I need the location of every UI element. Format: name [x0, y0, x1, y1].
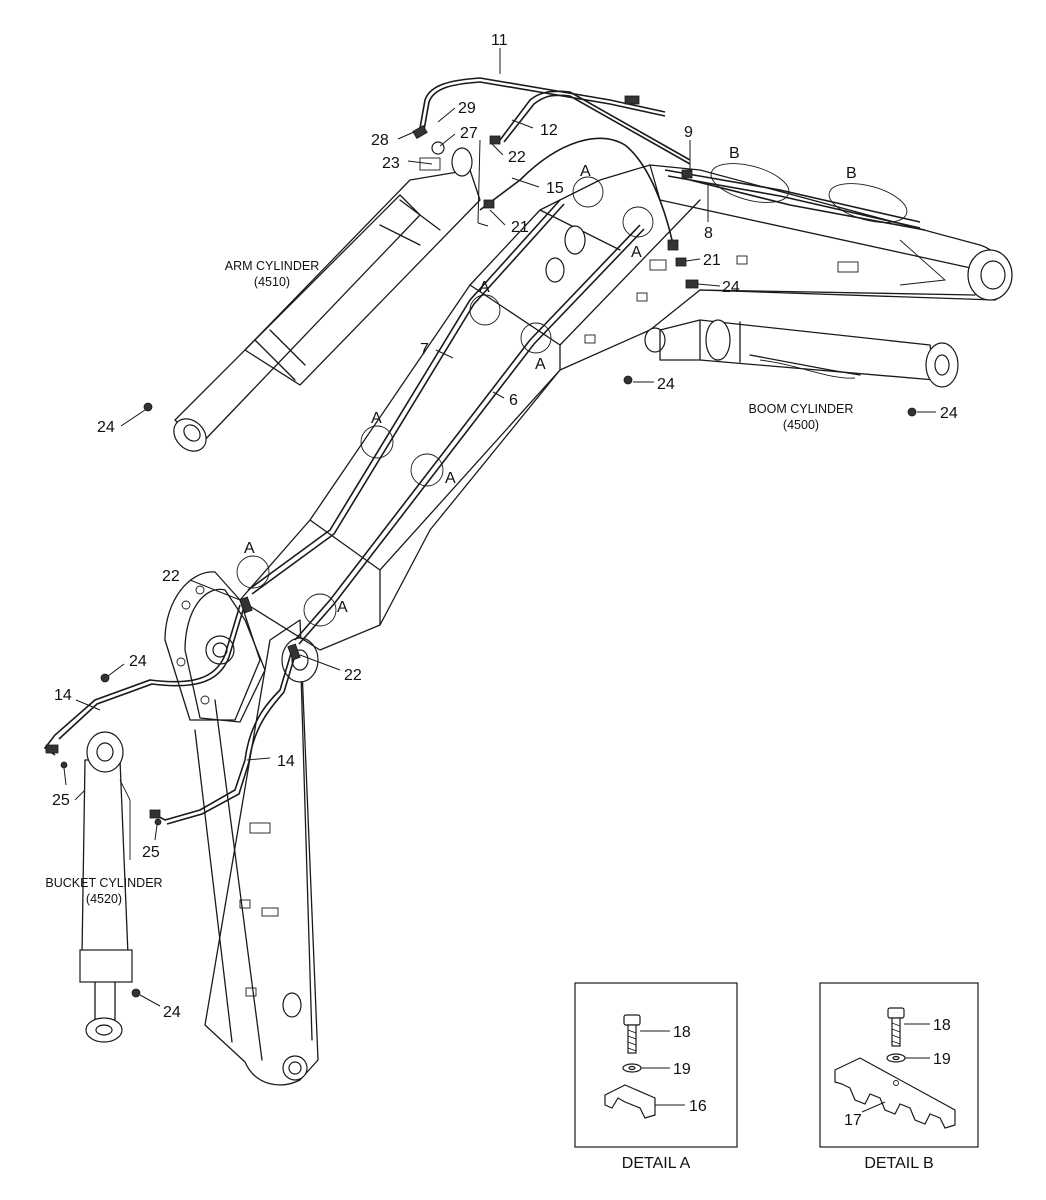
- callout-24: 24: [97, 419, 115, 436]
- callout-24: 24: [940, 405, 958, 422]
- callout-21: 21: [511, 219, 529, 236]
- leader-lines: [63, 48, 936, 1007]
- detail-mark-b: B: [846, 165, 857, 182]
- detail-mark-a: A: [244, 540, 255, 557]
- detail-mark-a: A: [337, 599, 348, 616]
- detail-mark-a: A: [631, 244, 642, 261]
- callout-15: 15: [546, 180, 564, 197]
- callout-9: 9: [684, 124, 693, 141]
- detail-b-callout-19: 19: [933, 1051, 951, 1068]
- callout-22: 22: [162, 568, 180, 585]
- bucket-cylinder: [74, 731, 133, 1043]
- hydraulic-lines: [43, 77, 926, 825]
- callout-22: 22: [508, 149, 526, 166]
- callout-29: 29: [458, 100, 476, 117]
- boom-cylinder: [659, 319, 959, 388]
- callout-25: 25: [52, 792, 70, 809]
- arm-structure: [164, 571, 319, 1086]
- bucket-cylinder-code: (4520): [86, 892, 122, 906]
- detail-mark-a: A: [535, 356, 546, 373]
- callout-14: 14: [277, 753, 295, 770]
- callout-22: 22: [344, 667, 362, 684]
- detail-b-panel: [819, 982, 979, 1148]
- detail-a-panel: [574, 982, 738, 1148]
- callout-7: 7: [420, 341, 429, 358]
- arm-cylinder: [173, 147, 481, 452]
- arm-cylinder-code: (4510): [254, 275, 290, 289]
- callout-11: 11: [491, 32, 508, 49]
- callout-14: 14: [54, 687, 72, 704]
- callout-25: 25: [142, 844, 160, 861]
- callout-24: 24: [129, 653, 147, 670]
- detail-a-callout-19: 19: [673, 1061, 691, 1078]
- detail-mark-a: A: [479, 279, 490, 296]
- detail-b-title: DETAIL B: [864, 1155, 933, 1172]
- detail-mark-a: A: [371, 410, 382, 427]
- detail-a-title: DETAIL A: [622, 1155, 691, 1172]
- bucket-cylinder-label: BUCKET CYLINDER: [45, 876, 162, 890]
- fittings: [45, 95, 917, 998]
- detail-b-callout-18: 18: [933, 1017, 951, 1034]
- detail-b-callout-17: 17: [844, 1112, 862, 1129]
- detail-markers: [236, 163, 908, 627]
- callout-8: 8: [704, 225, 713, 242]
- boom-cylinder-label: BOOM CYLINDER: [749, 402, 854, 416]
- callout-21: 21: [703, 252, 721, 269]
- detail-mark-b: B: [729, 145, 740, 162]
- callout-24: 24: [722, 279, 740, 296]
- callout-12: 12: [540, 122, 558, 139]
- detail-mark-a: A: [445, 470, 456, 487]
- callout-27: 27: [460, 125, 478, 142]
- callout-28: 28: [371, 132, 389, 149]
- boom-structure: [239, 164, 1013, 651]
- detail-a-callout-16: 16: [689, 1098, 707, 1115]
- callout-24: 24: [657, 376, 675, 393]
- callout-23: 23: [382, 155, 400, 172]
- arm-cylinder-label: ARM CYLINDER: [225, 259, 319, 273]
- callout-24: 24: [163, 1004, 181, 1021]
- callout-6: 6: [509, 392, 518, 409]
- detail-mark-a: A: [580, 163, 591, 180]
- boom-cylinder-code: (4500): [783, 418, 819, 432]
- detail-a-callout-18: 18: [673, 1024, 691, 1041]
